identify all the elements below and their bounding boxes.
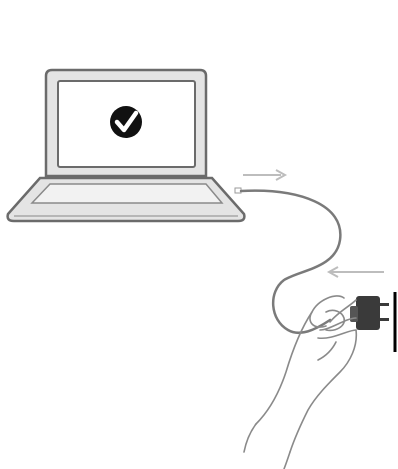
arrow-left-icon — [329, 267, 384, 277]
charging-cable — [235, 188, 340, 333]
laptop-keyboard-area — [32, 184, 222, 203]
arrow-right-icon — [243, 170, 285, 180]
checkmark-icon — [110, 106, 142, 138]
hand — [244, 296, 356, 469]
laptop — [8, 70, 245, 221]
